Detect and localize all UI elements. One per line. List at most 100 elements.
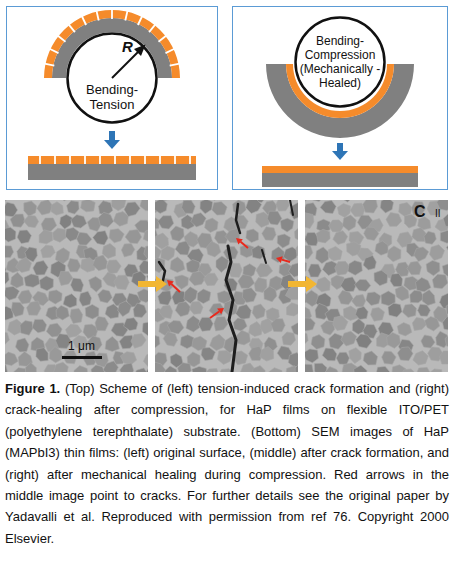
- grain: [242, 288, 256, 303]
- sem-image: [5, 200, 148, 372]
- circle-shape: [296, 18, 385, 107]
- grain: [305, 318, 315, 331]
- film-crack: [50, 49, 59, 53]
- grain: [89, 277, 102, 293]
- grain: [295, 227, 298, 241]
- grain: [325, 367, 341, 372]
- grain: [364, 227, 379, 240]
- grain: [105, 337, 119, 352]
- grain: [131, 334, 146, 349]
- circle-node: Bending- Compression (Mechanically -Heal…: [294, 16, 386, 108]
- grain: [125, 230, 142, 244]
- grain: [412, 318, 426, 331]
- grain: [249, 322, 263, 337]
- film-crack: [58, 36, 66, 42]
- grain: [142, 322, 148, 337]
- grain: [426, 260, 440, 275]
- grain: [429, 369, 442, 372]
- grain: [74, 366, 88, 373]
- panel-frame: [233, 7, 448, 190]
- grain: [399, 203, 412, 217]
- crack-line: [290, 200, 293, 215]
- film-crack: [166, 49, 175, 53]
- grain: [175, 302, 191, 317]
- flow-arrow: [156, 276, 167, 292]
- grain: [49, 347, 63, 363]
- grain: [448, 273, 449, 288]
- grain: [114, 275, 129, 289]
- grain: [191, 213, 206, 227]
- grain: [11, 272, 24, 288]
- film-crack: [144, 155, 146, 164]
- grain: [175, 275, 189, 289]
- film-crack: [69, 155, 71, 164]
- film-crack: [111, 9, 113, 19]
- grain: [24, 274, 40, 287]
- grain: [336, 352, 349, 364]
- grain: [348, 261, 362, 276]
- grain: [212, 202, 227, 215]
- grain: [155, 335, 160, 349]
- grain: [276, 200, 289, 211]
- panel-frame: [7, 7, 218, 190]
- grain: [33, 261, 48, 276]
- grain: [120, 352, 136, 365]
- grain: [205, 218, 219, 232]
- flow-arrow: [288, 281, 307, 287]
- grain: [262, 227, 276, 241]
- grain: [374, 270, 388, 285]
- grain: [146, 364, 148, 372]
- grain: [113, 212, 128, 227]
- film-crack: [129, 155, 131, 164]
- grain: [439, 351, 448, 364]
- grain: [341, 277, 357, 292]
- grain: [349, 348, 361, 364]
- grain: [144, 245, 148, 260]
- grain: [163, 332, 177, 347]
- grain: [216, 256, 229, 272]
- grain: [443, 214, 448, 227]
- grain: [17, 230, 31, 244]
- grain: [204, 369, 219, 373]
- grain: [5, 246, 14, 258]
- grain: [375, 241, 388, 255]
- radius-label: R: [122, 38, 133, 55]
- grain: [10, 214, 25, 227]
- grain: [79, 291, 91, 306]
- grain: [106, 260, 121, 274]
- grain: [143, 353, 148, 367]
- grain: [311, 335, 325, 350]
- grain: [204, 273, 219, 285]
- grain: [305, 260, 307, 275]
- grain: [443, 317, 449, 331]
- grain: [93, 255, 108, 271]
- grain: [118, 301, 132, 317]
- grain: [388, 246, 401, 262]
- grain: [296, 200, 298, 201]
- grain: [311, 200, 324, 202]
- grain: [407, 261, 422, 275]
- panel-mark: II: [435, 208, 441, 219]
- grain: [338, 204, 351, 218]
- grain: [387, 332, 401, 348]
- grain: [121, 244, 134, 257]
- grain: [400, 369, 417, 372]
- grain: [305, 200, 308, 203]
- grain: [287, 303, 298, 316]
- grain: [24, 201, 37, 216]
- grain: [440, 231, 448, 244]
- scale-label: 1 μm: [68, 339, 95, 353]
- grain: [200, 200, 213, 214]
- grain: [395, 286, 409, 301]
- film-crack: [97, 11, 99, 21]
- grain: [305, 245, 313, 259]
- grain: [68, 259, 81, 272]
- flow-arrow: [306, 276, 317, 292]
- grain: [422, 290, 435, 306]
- grain: [18, 290, 32, 304]
- crack-group: [159, 200, 293, 372]
- grain: [363, 256, 376, 270]
- circle-label: Bending- Compression (Mechanically -Heal…: [296, 34, 384, 90]
- scale-bar: [62, 356, 102, 359]
